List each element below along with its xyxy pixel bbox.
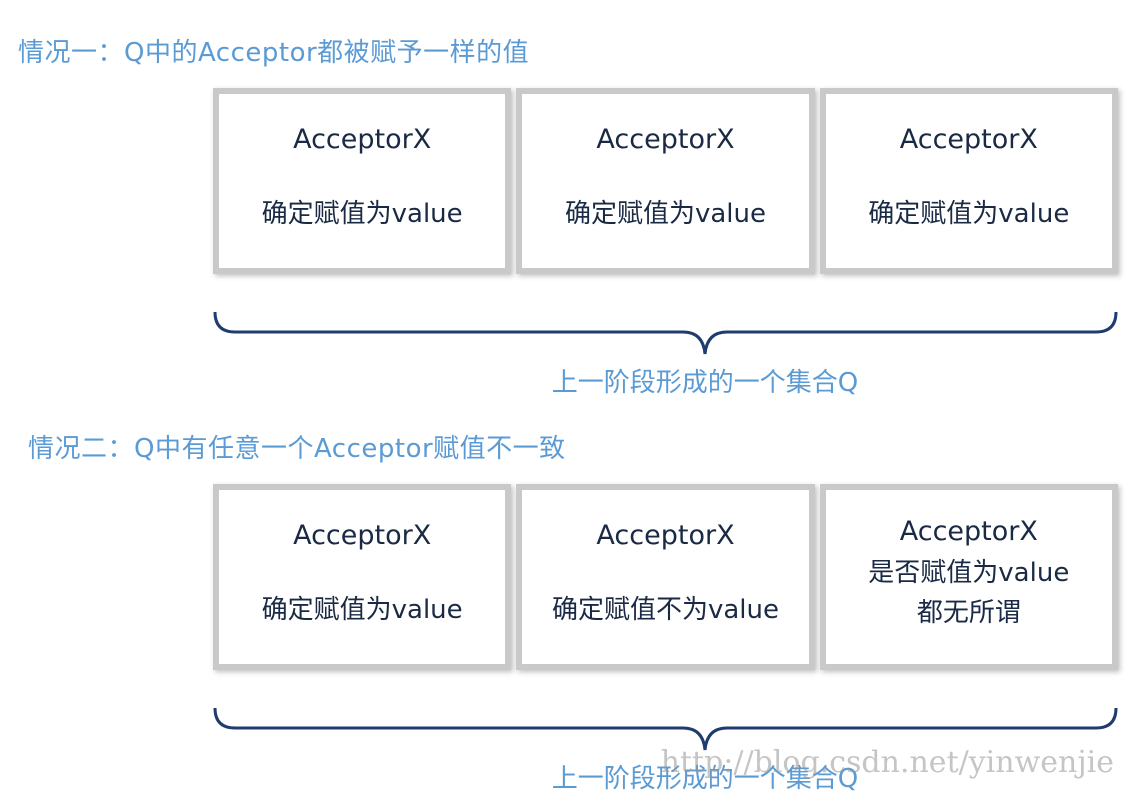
acceptor-desc: 确定赋值为value	[868, 199, 1070, 229]
case2-heading: 情况二：Q中有任意一个Acceptor赋值不一致	[28, 434, 566, 464]
acceptor-desc: 确定赋值为value	[261, 199, 463, 229]
watermark: http://blog.csdn.net/yinwenjie	[660, 745, 1114, 780]
case2-acceptor-box-2: AcceptorX 确定赋值不为value	[516, 484, 815, 670]
acceptor-name: AcceptorX	[293, 124, 432, 155]
case2-acceptor-box-1: AcceptorX 确定赋值为value	[213, 484, 512, 670]
case1-heading: 情况一：Q中的Acceptor都被赋予一样的值	[18, 38, 530, 68]
acceptor-name: AcceptorX	[293, 520, 432, 551]
case2-acceptor-row: AcceptorX 确定赋值为value AcceptorX 确定赋值不为val…	[213, 484, 1118, 670]
acceptor-desc: 确定赋值为value	[564, 199, 766, 229]
case1-acceptor-box-1: AcceptorX 确定赋值为value	[213, 88, 512, 274]
acceptor-desc: 确定赋值为value	[261, 595, 463, 625]
case1-acceptor-box-2: AcceptorX 确定赋值为value	[516, 88, 815, 274]
acceptor-name: AcceptorX	[596, 124, 735, 155]
case2-acceptor-box-3: AcceptorX 是否赋值为value 都无所谓	[819, 484, 1118, 670]
acceptor-name: AcceptorX	[596, 520, 735, 551]
acceptor-desc: 是否赋值为value	[868, 558, 1070, 588]
case1-curly-brace	[213, 311, 1118, 355]
case1-acceptor-box-3: AcceptorX 确定赋值为value	[819, 88, 1118, 274]
case2-caption: 上一阶段形成的一个集合Q	[551, 764, 859, 794]
acceptor-name: AcceptorX	[899, 516, 1038, 547]
case1-caption: 上一阶段形成的一个集合Q	[551, 368, 859, 398]
acceptor-desc-line2: 都无所谓	[916, 598, 1021, 628]
case1-acceptor-row: AcceptorX 确定赋值为value AcceptorX 确定赋值为valu…	[213, 88, 1118, 274]
acceptor-name: AcceptorX	[899, 124, 1038, 155]
acceptor-desc: 确定赋值不为value	[551, 595, 779, 625]
case2-curly-brace	[213, 707, 1118, 751]
